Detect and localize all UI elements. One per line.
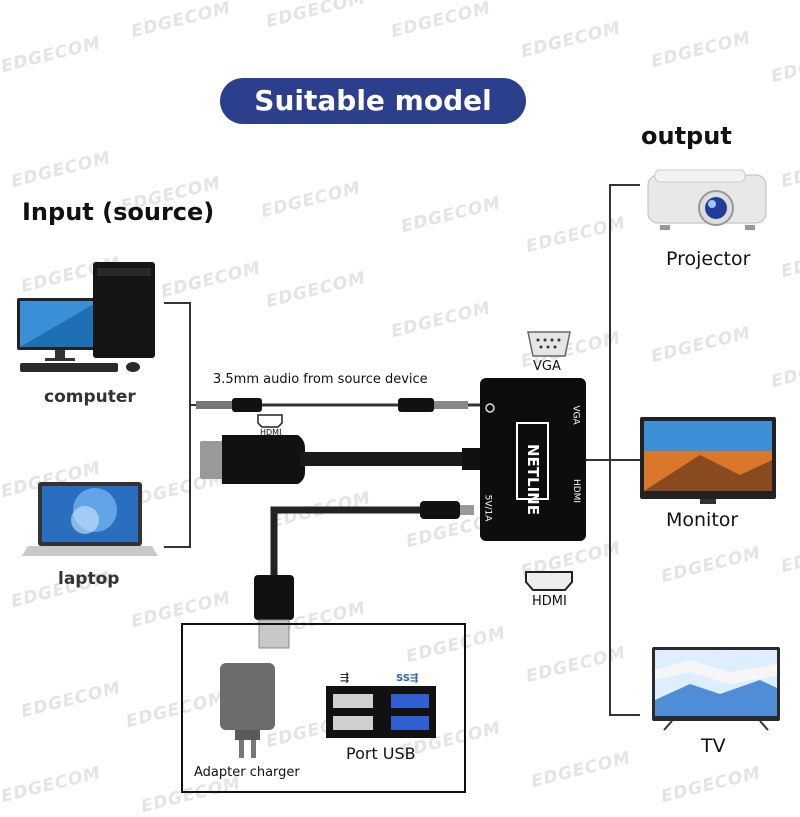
hdmi-port-label: HDMI: [532, 594, 567, 609]
adapter-brand: NETLINE: [524, 444, 542, 515]
adapter-hdmi-label: HDMI: [571, 478, 582, 504]
input-heading: Input (source): [22, 198, 215, 226]
adapter-power-label: 5V/1A: [482, 494, 493, 522]
monitor-icon: [640, 417, 776, 504]
projector-icon: [647, 169, 767, 230]
laptop-icon: [22, 482, 158, 556]
diagram-graphics: ⇶ SS⇶: [17, 169, 780, 793]
tv-label: TV: [701, 735, 726, 757]
vga-port-icon: [527, 331, 571, 357]
svg-text:SS⇶: SS⇶: [396, 672, 418, 684]
hdmi-port-icon: [525, 571, 573, 591]
power-box: [181, 623, 466, 793]
hdmi-cable: [200, 435, 486, 484]
hdmi-small-port-icon: [257, 414, 283, 428]
hdmi-small-label: HDMI: [260, 428, 282, 437]
svg-text:⇶: ⇶: [340, 671, 349, 684]
micro-usb-cable: [254, 501, 474, 649]
projector-label: Projector: [666, 248, 751, 270]
page-title: Suitable model: [220, 78, 526, 124]
usb-ports-icon: ⇶ SS⇶: [326, 671, 436, 738]
output-bracket: [585, 184, 640, 716]
output-heading: output: [641, 122, 732, 150]
charger-icon: [220, 663, 275, 758]
vga-port-label: VGA: [533, 359, 561, 374]
audio-cable: [196, 398, 485, 412]
charger-label: Adapter charger: [194, 765, 300, 780]
audio-cable-label: 3.5mm audio from source device: [213, 372, 428, 387]
tv-icon: [652, 647, 780, 731]
adapter-body: [480, 378, 586, 541]
adapter-vga-label: VGA: [570, 405, 581, 425]
monitor-label: Monitor: [666, 509, 739, 531]
computer-icon: [17, 262, 155, 372]
laptop-label: laptop: [58, 569, 120, 589]
computer-label: computer: [44, 387, 136, 407]
usb-port-label: Port USB: [346, 744, 416, 763]
